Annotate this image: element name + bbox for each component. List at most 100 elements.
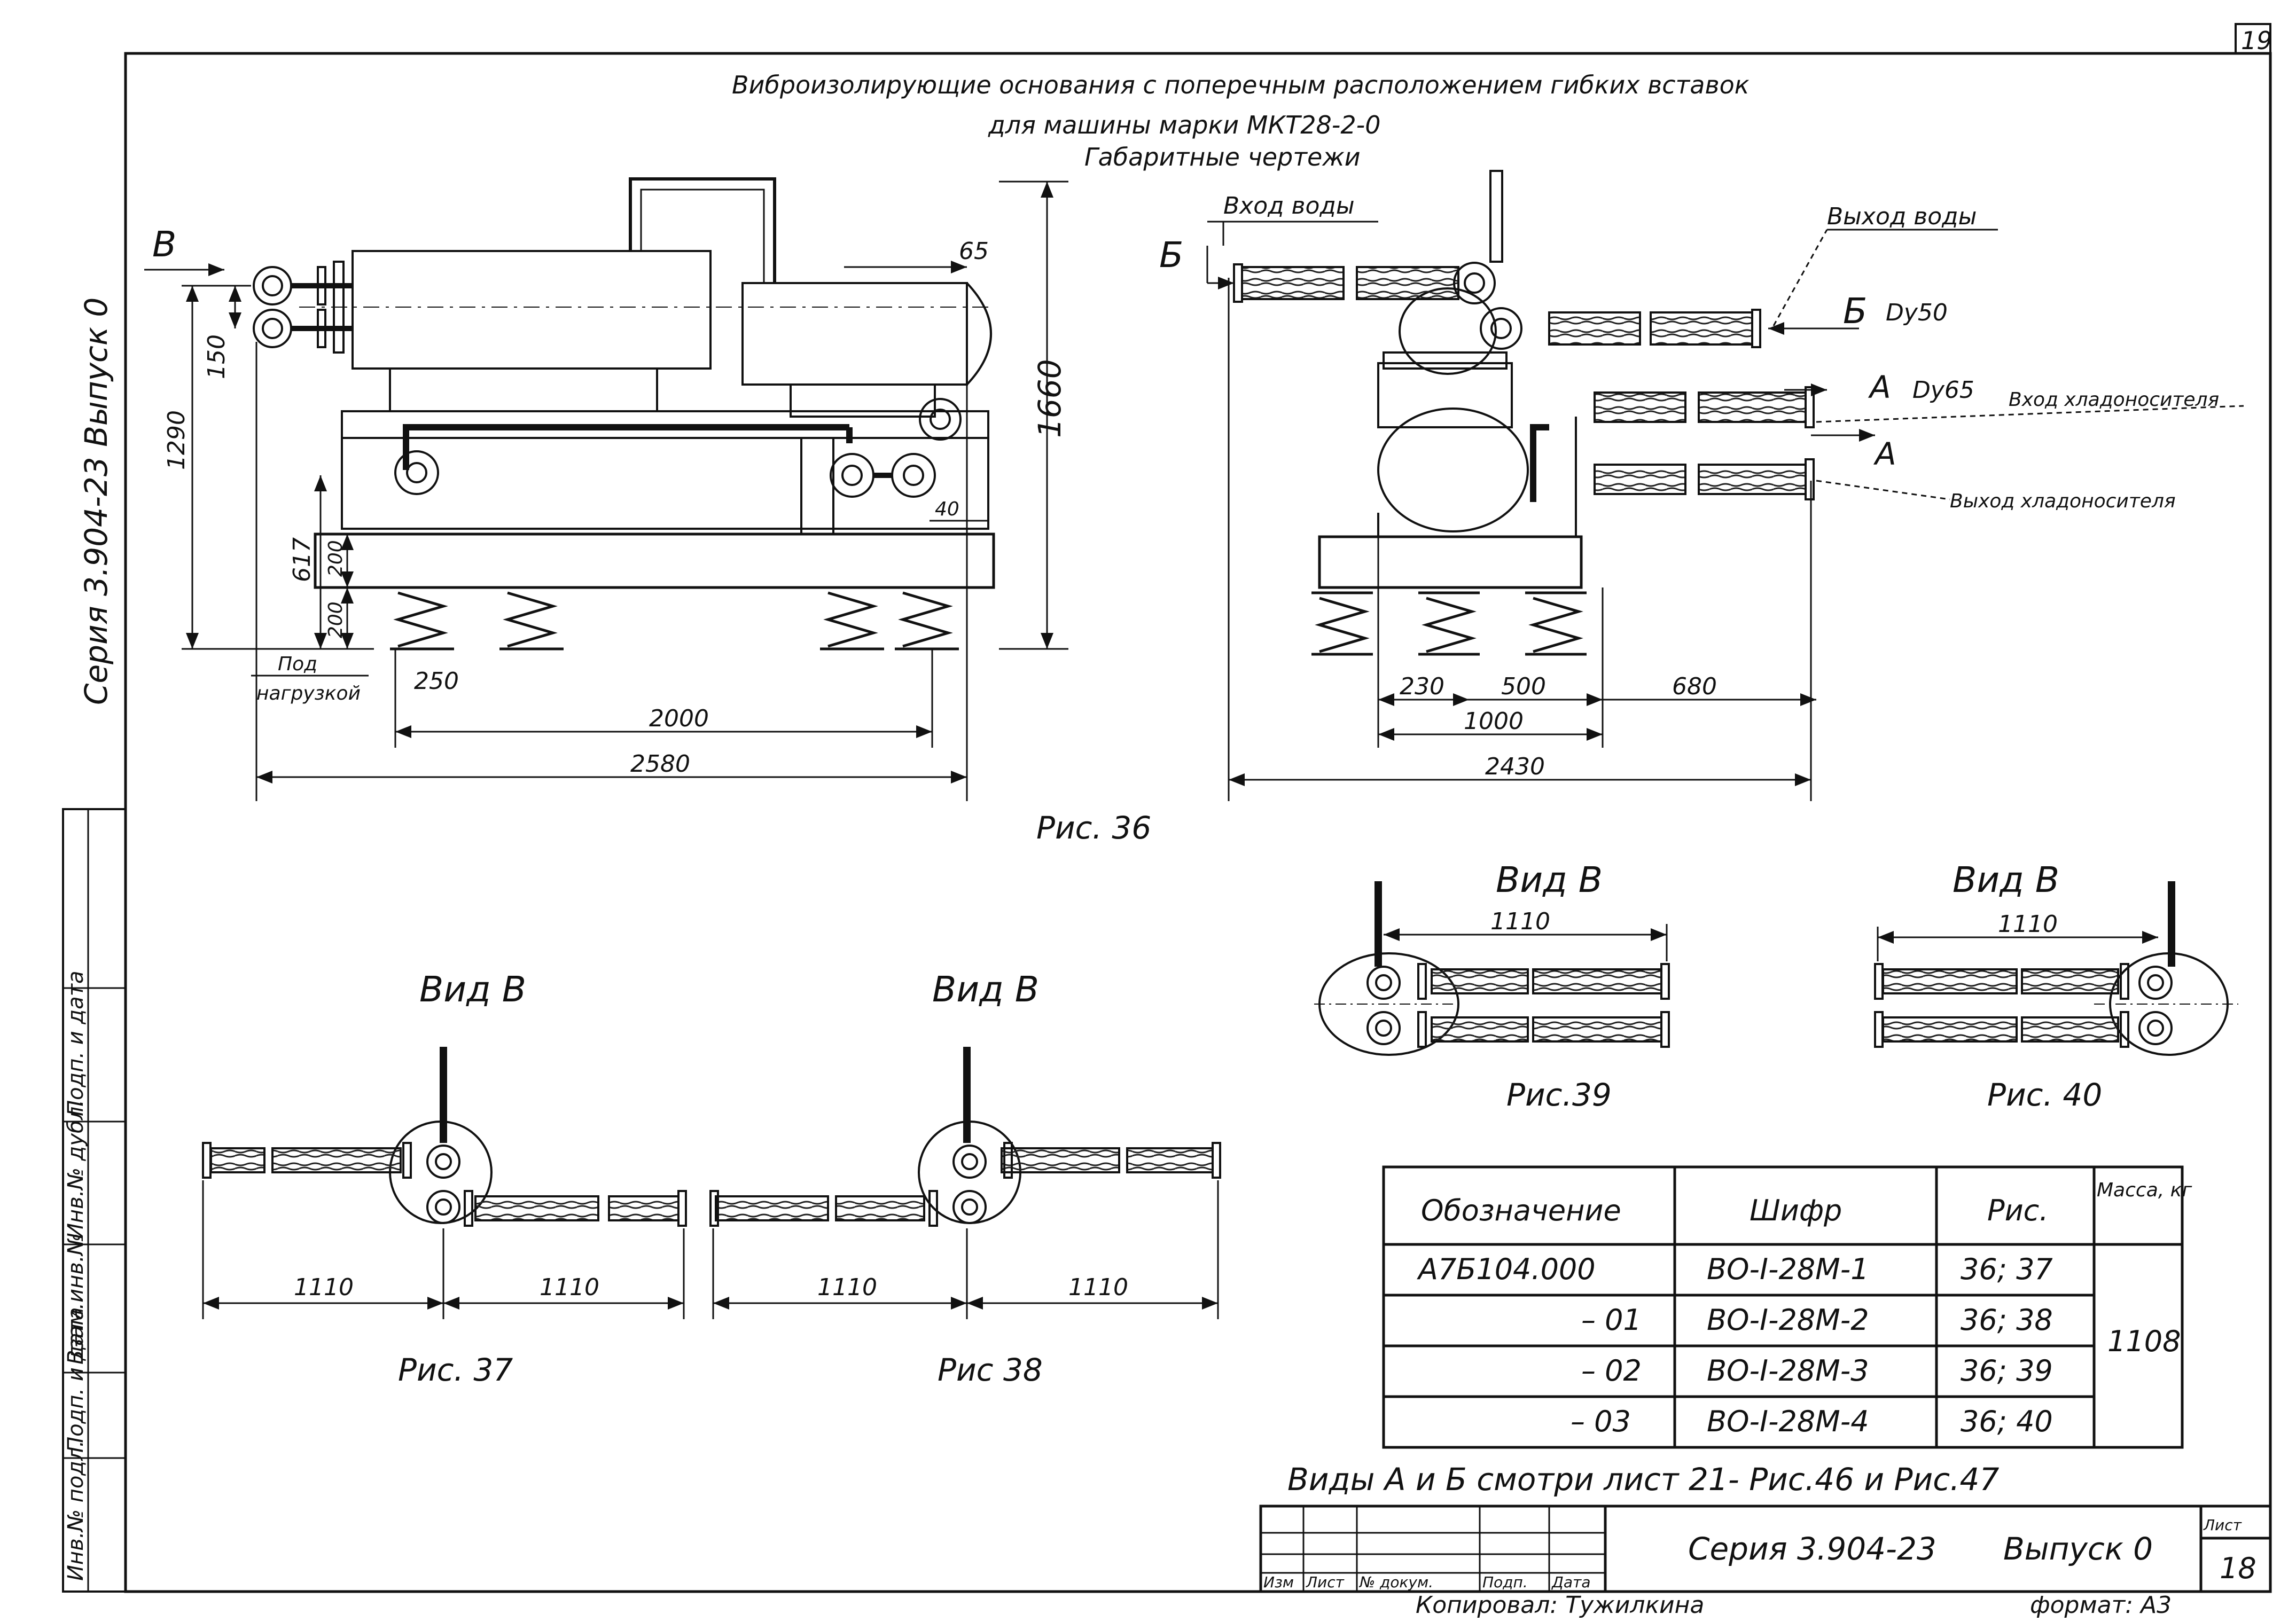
fig36-caption: Рис. 36 bbox=[1036, 810, 1151, 846]
fig37-caption: Рис. 37 bbox=[398, 1352, 513, 1388]
fig38-caption: Рис 38 bbox=[938, 1352, 1043, 1388]
water-in-label: Вход воды bbox=[1223, 192, 1355, 220]
stamp-col-2: Лист bbox=[1306, 1573, 1345, 1591]
table-row-2-designation: – 01 bbox=[1581, 1303, 1642, 1337]
water-out-label: Выход воды bbox=[1827, 203, 1977, 230]
fig38-drawing bbox=[709, 1047, 1221, 1227]
fig37-dims bbox=[202, 1180, 685, 1319]
title-line-2: для машины марки МКТ28-2-0 bbox=[988, 111, 1381, 139]
dim-500: 500 bbox=[1501, 673, 1546, 700]
table-row-4-fig: 36; 40 bbox=[1961, 1405, 2053, 1438]
table-header-fig: Рис. bbox=[1987, 1194, 2049, 1227]
spec-table bbox=[1382, 1165, 2184, 1449]
side-series: Серия 3.904-23 Выпуск 0 bbox=[78, 297, 114, 705]
section-b-right: Б bbox=[1843, 291, 1867, 332]
dim-150: 150 bbox=[203, 334, 230, 379]
table-row-3-code: ВО-I-28М-3 bbox=[1707, 1354, 1869, 1388]
fig39-view: Вид В bbox=[1496, 859, 1603, 900]
table-header-designation: Обозначение bbox=[1421, 1194, 1621, 1227]
section-a-bottom: А bbox=[1873, 436, 1896, 472]
title-line-1: Виброизолирующие основания с поперечным … bbox=[732, 70, 1750, 99]
under-load-label: Под bbox=[278, 653, 317, 675]
strip-label-2: Подп. и дата bbox=[64, 1307, 88, 1453]
stamp-format: формат: А3 bbox=[2030, 1592, 2172, 1619]
page-number: 19 bbox=[2241, 26, 2272, 55]
fig37-drawing bbox=[202, 1047, 687, 1227]
dim-680: 680 bbox=[1672, 673, 1717, 700]
dim-1000: 1000 bbox=[1464, 708, 1524, 735]
fig36-side-view bbox=[1233, 170, 1815, 656]
strip-label-1: Инв.№ подл. bbox=[64, 1440, 88, 1581]
stamp-sheet-no: 18 bbox=[2220, 1552, 2256, 1585]
table-row-3-fig: 36; 39 bbox=[1961, 1354, 2053, 1388]
coolant-in-label: Вход хладоносителя bbox=[2009, 389, 2219, 411]
dim-40: 40 bbox=[935, 498, 959, 520]
dim-200b: 200 bbox=[325, 601, 347, 638]
table-row-2-code: ВО-I-28М-2 bbox=[1707, 1303, 1869, 1337]
stamp-col-5: Дата bbox=[1551, 1573, 1591, 1591]
fig36-view-label: В bbox=[152, 224, 176, 265]
title-line-3: Габаритные чертежи bbox=[1084, 143, 1361, 171]
table-row-1-designation: А7Б104.000 bbox=[1417, 1252, 1596, 1286]
fig37-dim-right: 1110 bbox=[540, 1274, 599, 1301]
table-row-1-fig: 36; 37 bbox=[1961, 1252, 2053, 1286]
stamp-col-1: Изм bbox=[1263, 1573, 1294, 1591]
stamp-col-4: Подп. bbox=[1482, 1573, 1528, 1591]
table-row-3-designation: – 02 bbox=[1581, 1354, 1642, 1388]
stamp-copied: Копировал: Тужилкина bbox=[1416, 1592, 1704, 1619]
table-row-2-fig: 36; 38 bbox=[1961, 1303, 2053, 1337]
fig39-dims bbox=[1384, 924, 1668, 961]
fig38-dim-right: 1110 bbox=[1068, 1274, 1128, 1301]
table-header-code: Шифр bbox=[1750, 1194, 1842, 1227]
table-row-4-code: ВО-I-28М-4 bbox=[1707, 1405, 1869, 1438]
fig39-drawing bbox=[1314, 881, 1670, 1056]
fig39-caption: Рис.39 bbox=[1506, 1077, 1612, 1113]
fig36-dimension-lines bbox=[144, 181, 1068, 801]
section-b-left: Б bbox=[1159, 234, 1183, 276]
dim-1660: 1660 bbox=[1032, 359, 1068, 438]
coolant-out-label: Выход хладоносителя bbox=[1950, 490, 2176, 512]
title-block bbox=[1259, 1505, 2272, 1593]
dy65-label: Dу65 bbox=[1912, 377, 1974, 404]
fig40-drawing bbox=[1874, 881, 2238, 1056]
dim-1290: 1290 bbox=[163, 410, 190, 470]
fig40-dims bbox=[1877, 927, 2158, 961]
dim-617: 617 bbox=[288, 537, 316, 582]
fig40-dim: 1110 bbox=[1998, 911, 2058, 938]
fig36-front-view bbox=[253, 177, 995, 651]
dim-65: 65 bbox=[959, 238, 989, 265]
note-text: Виды А и Б смотри лист 21- Рис.46 и Рис.… bbox=[1287, 1461, 1999, 1498]
dim-200a: 200 bbox=[325, 540, 347, 577]
table-header-mass: Масса, кг bbox=[2097, 1179, 2192, 1201]
strip-label-4: Инв.№ дубл. bbox=[64, 1100, 88, 1239]
dim-2580: 2580 bbox=[630, 750, 690, 778]
table-mass-value: 1108 bbox=[2107, 1325, 2181, 1358]
left-strip-labels: Инв.№ подл. Подп. и дата Взам.инв.№ Инв.… bbox=[64, 971, 88, 1581]
table-row-4-designation: – 03 bbox=[1571, 1405, 1631, 1438]
strip-label-3: Взам.инв.№ bbox=[64, 1233, 88, 1365]
table-row-1-code: ВО-I-28М-1 bbox=[1707, 1252, 1869, 1286]
fig38-view: Вид В bbox=[932, 969, 1039, 1010]
section-a-top: А bbox=[1868, 369, 1891, 405]
fig40-caption: Рис. 40 bbox=[1987, 1077, 2102, 1113]
stamp-issue: Выпуск 0 bbox=[2003, 1531, 2153, 1567]
dy50-label: Dу50 bbox=[1886, 299, 1948, 326]
under-load-label-2: нагрузкой bbox=[256, 683, 361, 704]
stamp-sheet-label: Лист bbox=[2203, 1516, 2242, 1534]
dim-2000: 2000 bbox=[649, 705, 709, 732]
dim-250: 250 bbox=[414, 668, 459, 695]
fig37-view: Вид В bbox=[419, 969, 526, 1010]
dim-2430: 2430 bbox=[1485, 753, 1545, 780]
fig37-dim-left: 1110 bbox=[294, 1274, 354, 1301]
sheet-frame bbox=[62, 23, 2272, 1593]
dim-230: 230 bbox=[1400, 673, 1444, 700]
strip-label-5: Подп. и дата bbox=[64, 971, 88, 1116]
fig38-dims bbox=[712, 1180, 1219, 1319]
fig36-side-dims bbox=[1206, 221, 2244, 801]
stamp-series: Серия 3.904-23 bbox=[1688, 1531, 1936, 1567]
fig38-dim-left: 1110 bbox=[817, 1274, 877, 1301]
stamp-col-3: № докум. bbox=[1358, 1573, 1433, 1591]
fig40-view: Вид В bbox=[1953, 859, 2059, 900]
fig39-dim: 1110 bbox=[1490, 908, 1550, 935]
